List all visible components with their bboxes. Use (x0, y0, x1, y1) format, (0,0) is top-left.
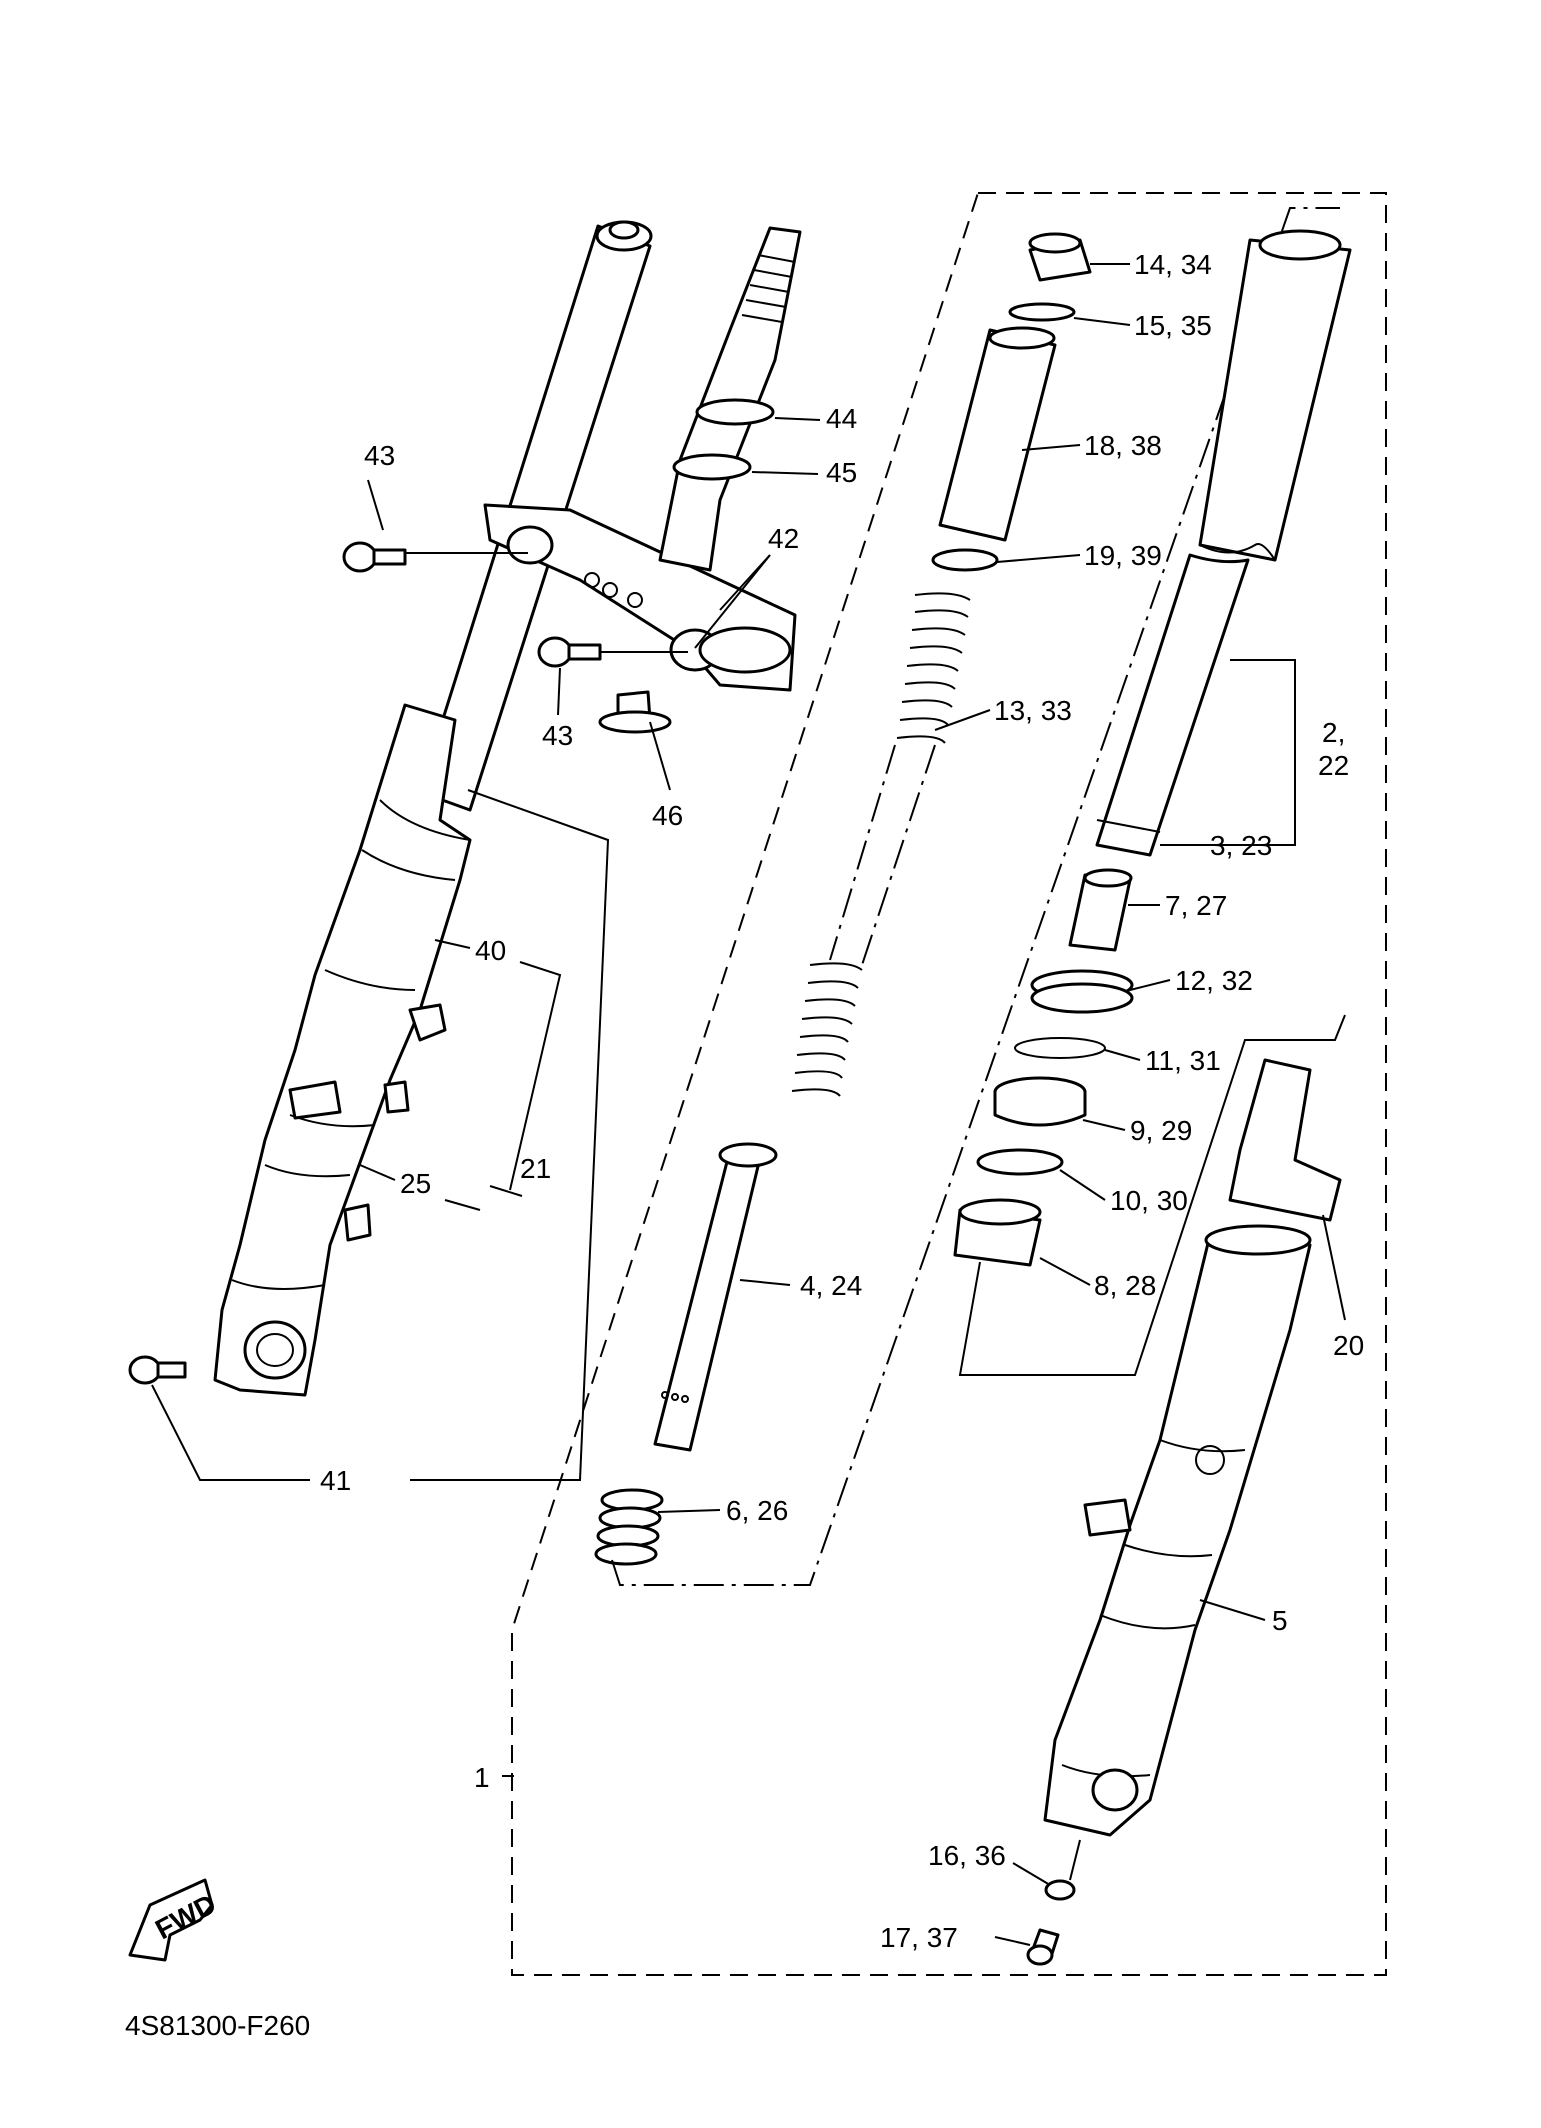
callout-8-28: 8, 28 (1094, 1270, 1156, 1301)
bolt-43-mid (537, 636, 602, 668)
callout-2-22-b: 22 (1318, 750, 1349, 781)
callout-12-32: 12, 32 (1175, 965, 1253, 996)
callout-13-33: 13, 33 (994, 695, 1072, 726)
bolt-43-top (342, 541, 407, 573)
callout-44: 44 (826, 403, 857, 434)
callout-40: 40 (475, 935, 506, 966)
callout-7-27: 7, 27 (1165, 890, 1227, 921)
callout-17-37: 17, 37 (880, 1922, 958, 1953)
callout-11-31: 11, 31 (1145, 1045, 1221, 1076)
callout-5: 5 (1272, 1605, 1288, 1636)
callout-2-22-a: 2, (1322, 717, 1345, 748)
callout-46: 46 (652, 800, 683, 831)
callout-18-38: 18, 38 (1084, 430, 1162, 461)
damper-parts (594, 232, 1092, 1566)
callout-25: 25 (400, 1168, 431, 1199)
callout-10-30: 10, 30 (1110, 1185, 1188, 1216)
callout-41: 41 (320, 1465, 351, 1496)
callout-21: 21 (520, 1153, 551, 1184)
diagram-code: 4S81300-F260 (125, 2010, 310, 2041)
callout-3-23: 3, 23 (1210, 830, 1272, 861)
callout-45: 45 (826, 457, 857, 488)
bolt-41 (128, 1355, 187, 1385)
tube-parts (953, 229, 1352, 1966)
assembled-fork (128, 220, 802, 1397)
callout-4-24: 4, 24 (800, 1270, 862, 1301)
fwd-arrow-icon: FWD (128, 1878, 221, 1962)
callout-15-35: 15, 35 (1134, 310, 1212, 341)
assembly-boundary (511, 192, 1387, 1976)
callout-19-39: 19, 39 (1084, 540, 1162, 571)
callout-20: 20 (1333, 1330, 1364, 1361)
callout-43-top: 43 (364, 440, 395, 471)
callout-16-36: 16, 36 (928, 1840, 1006, 1871)
callout-42: 42 (768, 523, 799, 554)
callout-6-26: 6, 26 (726, 1495, 788, 1526)
callout-43-mid: 43 (542, 720, 573, 751)
callout-14-34: 14, 34 (1134, 249, 1212, 280)
callout-9-29: 9, 29 (1130, 1115, 1192, 1146)
callout-1: 1 (474, 1762, 490, 1793)
